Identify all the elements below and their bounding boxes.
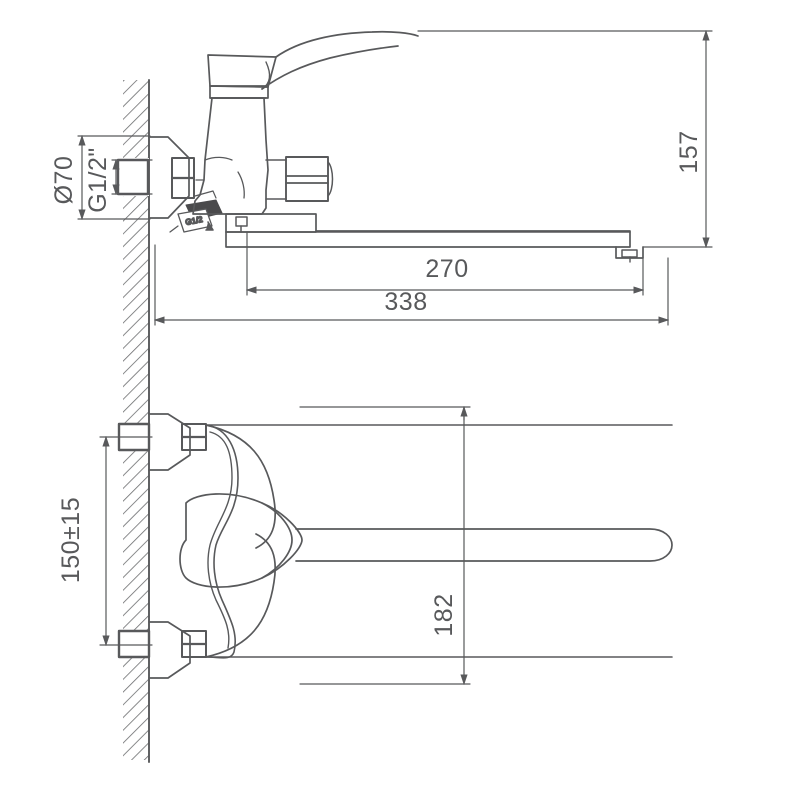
- mixer-body-elevation: [192, 97, 269, 215]
- thread-callout-label: G1/2: [185, 215, 204, 227]
- label-plan-offset: 182: [430, 593, 458, 636]
- shower-outlet-elevation: [265, 156, 334, 202]
- dim-flange-diameter: [77, 134, 151, 221]
- dim-thread: [111, 158, 153, 196]
- label-thread: G1/2": [84, 147, 112, 213]
- dimension-labels: Ø70 G1/2" 157 270 338 150±15 182: [50, 130, 703, 636]
- dim-plan-offset: [299, 405, 471, 686]
- mixer-body-plan: [205, 424, 239, 659]
- thread-detail-callout: G1/2: [169, 190, 223, 233]
- dim-height: [417, 29, 713, 249]
- elevation-dimensions: [77, 29, 713, 326]
- lever-handle-elevation: [207, 30, 419, 99]
- label-spout-reach-total: 338: [384, 288, 427, 316]
- spout-plan: [205, 424, 673, 658]
- label-flange-diameter: Ø70: [50, 156, 78, 205]
- plan-dimensions: [99, 405, 471, 686]
- spout-elevation: [225, 230, 644, 263]
- dim-centres: [99, 435, 153, 647]
- plan-view: [117, 349, 673, 763]
- front-elevation-view: G1/2: [116, 30, 644, 353]
- wall-union-plan-lower: [117, 621, 208, 679]
- label-height: 157: [675, 130, 703, 173]
- wall-section-elevation: [123, 79, 150, 353]
- label-spout-reach-inner: 270: [425, 255, 468, 283]
- dim-spout-reach-inner: [245, 231, 645, 296]
- dim-spout-reach-total: [153, 244, 670, 326]
- lever-handle-plan: [179, 424, 303, 658]
- wall-section-plan: [123, 349, 150, 763]
- spout-base-elevation: [225, 213, 317, 233]
- label-centres: 150±15: [57, 497, 85, 583]
